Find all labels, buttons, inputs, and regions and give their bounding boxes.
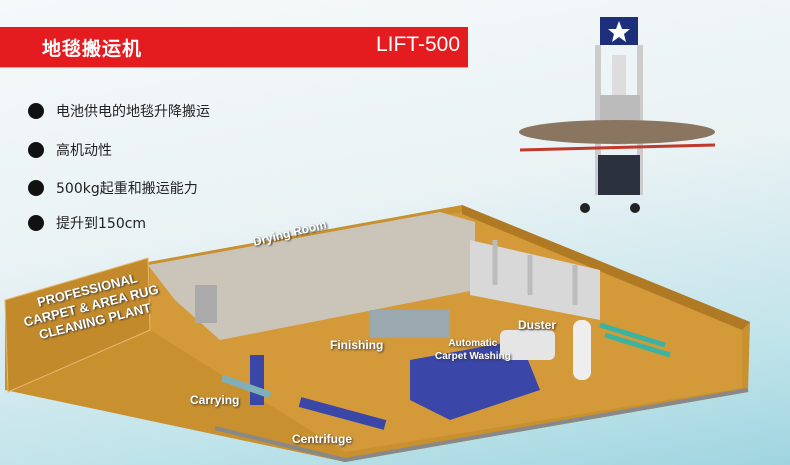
bullet-icon (28, 103, 44, 119)
label-text: Automatic (448, 338, 498, 349)
title-banner: 地毯搬运机 LIFT-500 (0, 27, 468, 68)
label-washing: Automatic Carpet Washing (435, 337, 511, 363)
centrifuge-machine (298, 397, 387, 430)
product-title: 地毯搬运机 (42, 38, 143, 60)
feature-item: 500kg起重和搬运能力 (28, 178, 198, 198)
label-carrying: Carrying (190, 393, 240, 407)
duster-machine (500, 330, 555, 360)
label-finishing: Finishing (330, 338, 384, 352)
finishing-table (370, 310, 450, 338)
carrying-lift (250, 355, 264, 405)
carpet-lift-machine (519, 17, 716, 213)
feature-item: 电池供电的地毯升降搬运 (28, 101, 210, 121)
bullet-icon (28, 180, 44, 196)
feature-text: 500kg起重和搬运能力 (56, 181, 198, 197)
bullet-icon (28, 142, 44, 158)
feature-text: 高机动性 (56, 143, 112, 159)
bullet-icon (28, 215, 44, 231)
feature-text: 电池供电的地毯升降搬运 (56, 104, 210, 120)
star-logo-icon (608, 21, 630, 42)
label-centrifuge: Centrifuge (292, 432, 352, 446)
label-text: Carpet Washing (435, 351, 511, 362)
feature-item: 提升到150cm (28, 213, 146, 233)
model-name: LIFT-500 (375, 33, 460, 56)
dryer-unit (195, 285, 217, 323)
feature-item: 高机动性 (28, 140, 112, 160)
feature-text: 提升到150cm (56, 216, 147, 232)
carpet-rack (470, 240, 600, 320)
label-duster: Duster (518, 318, 557, 332)
